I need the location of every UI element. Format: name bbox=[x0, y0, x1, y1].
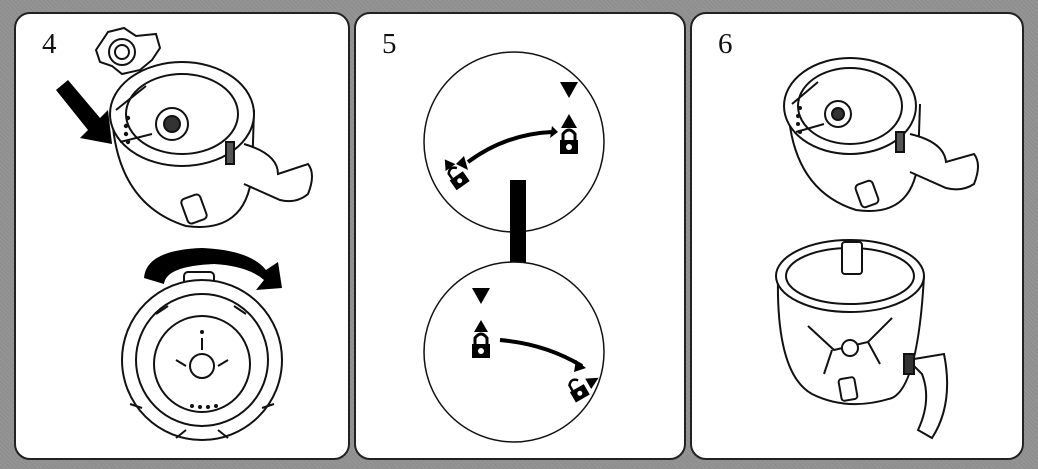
curved-arrow-icon bbox=[466, 130, 553, 164]
step-6-illustration bbox=[775, 57, 979, 440]
step-6-panel: 6 bbox=[690, 12, 1024, 460]
jar-with-blades-icon bbox=[775, 239, 949, 440]
step-number: 4 bbox=[42, 28, 57, 60]
level-dots bbox=[123, 115, 131, 145]
assembled-jar-top-icon bbox=[783, 57, 979, 212]
level-dots bbox=[796, 106, 802, 134]
step-4-panel: 4 bbox=[14, 12, 350, 460]
indicator-triangle-icon bbox=[560, 82, 578, 98]
rotate-arrow-icon bbox=[144, 248, 282, 290]
locked-padlock-icon bbox=[560, 128, 578, 154]
unlocked-padlock-icon bbox=[568, 377, 599, 403]
jar-base-icon bbox=[121, 271, 283, 441]
jar-mark-triangle-icon bbox=[561, 114, 577, 128]
jar-mark-triangle-icon bbox=[474, 320, 488, 332]
jar-top-icon bbox=[109, 61, 313, 228]
step-number: 5 bbox=[382, 28, 397, 60]
level-dots bbox=[190, 330, 218, 409]
step-5-panel: 5 bbox=[354, 12, 686, 460]
unlocked-padlock-icon bbox=[444, 159, 470, 191]
locked-padlock-icon bbox=[472, 332, 490, 358]
unlocked-state-diagram bbox=[423, 51, 605, 233]
step-number: 6 bbox=[718, 28, 733, 60]
blade-lock-part-icon bbox=[94, 26, 162, 76]
step-5-illustration bbox=[423, 51, 605, 443]
indicator-triangle-icon bbox=[472, 288, 490, 304]
locked-state-diagram bbox=[423, 261, 605, 443]
step-4-illustration bbox=[56, 26, 313, 441]
down-arrow-icon bbox=[500, 180, 536, 284]
curved-arrow-icon bbox=[499, 338, 584, 368]
insert-arrow-icon bbox=[56, 80, 112, 144]
